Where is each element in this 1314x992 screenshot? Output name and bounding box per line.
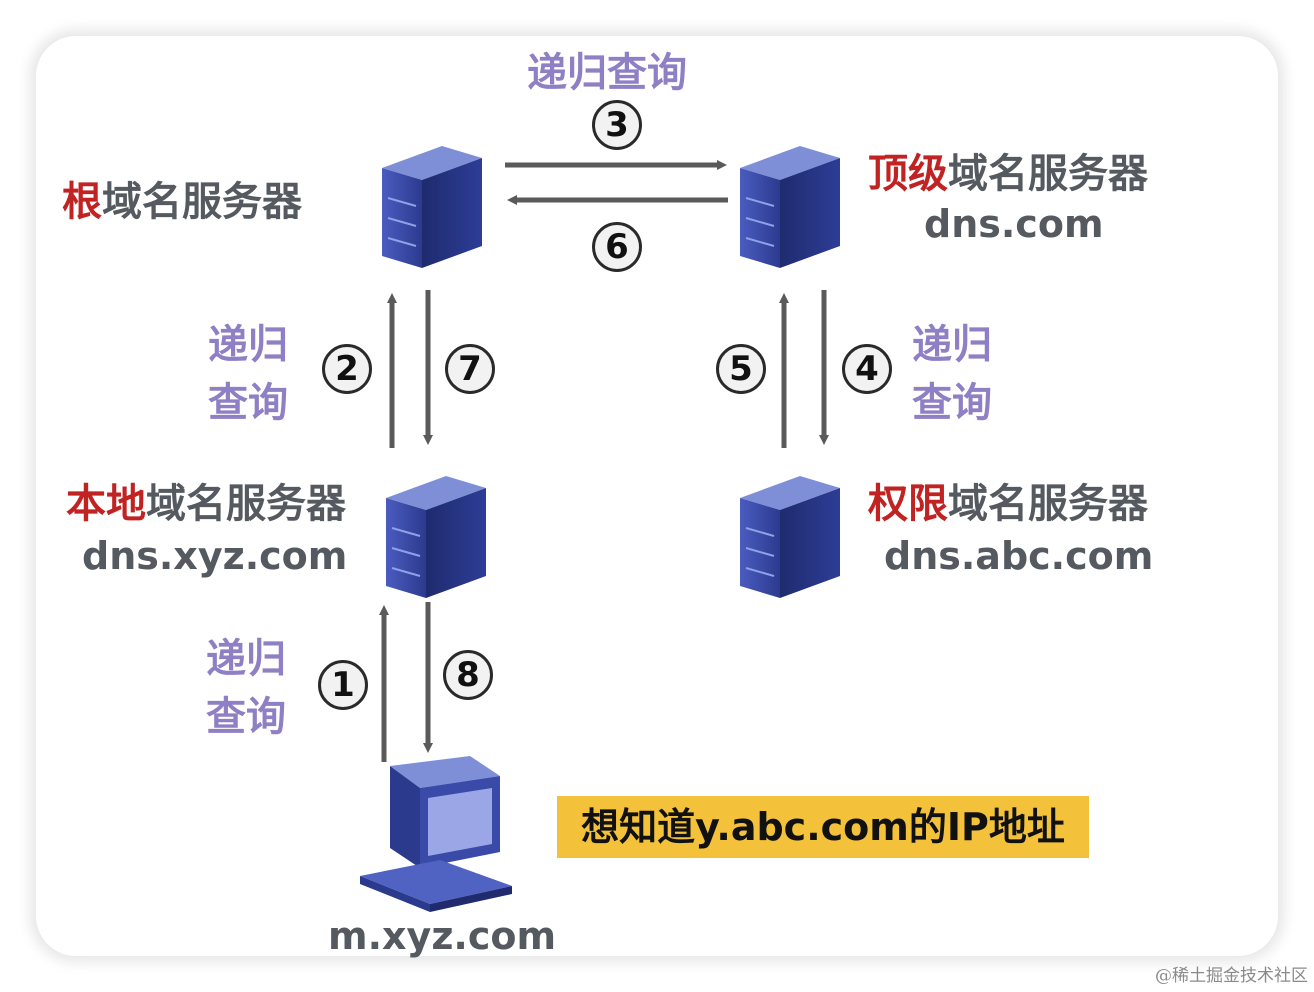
auth-highlight: 权限 [868,481,948,527]
tld-host: dns.com [924,202,1104,246]
left-lower-line1: 递归 [206,636,286,682]
tld-server-icon [740,146,840,268]
right-upper-line2: 查询 [912,380,992,426]
arrows [379,160,829,762]
auth-rest: 域名服务器 [948,481,1148,527]
root-server-icon [382,146,482,268]
root-highlight: 根 [62,179,102,225]
left-upper-line2: 查询 [208,380,288,426]
local-server-icon [386,476,486,598]
right-upper-line1: 递归 [912,322,992,368]
tld-server-label: 顶级域名服务器 [868,152,1148,196]
local-server-label: 本地域名服务器 [66,482,346,526]
right-upper-query-label: 递归 查询 [912,316,1002,432]
left-lower-query-label: 递归 查询 [206,630,296,746]
auth-server-icon [740,476,840,598]
left-upper-query-label: 递归 查询 [208,316,298,432]
step-3-marker: 3 [592,100,642,150]
local-rest: 域名服务器 [146,481,346,527]
top-query-label: 递归查询 [527,50,687,96]
root-server-label: 根域名服务器 [62,180,302,224]
query-goal-note: 想知道y.abc.com的IP地址 [557,796,1089,858]
auth-host: dns.abc.com [884,534,1154,578]
step-5-marker: 5 [716,344,766,394]
auth-server-label: 权限域名服务器 [868,482,1148,526]
local-highlight: 本地 [66,481,146,527]
step-8-marker: 8 [443,650,493,700]
watermark: @稀土掘金技术社区 [1155,966,1308,986]
step-7-marker: 7 [445,344,495,394]
step-6-marker: 6 [592,222,642,272]
root-rest: 域名服务器 [102,179,302,225]
client-host: m.xyz.com [328,914,557,958]
step-4-marker: 4 [842,344,892,394]
tld-rest: 域名服务器 [948,151,1148,197]
local-host: dns.xyz.com [82,534,348,578]
left-upper-line1: 递归 [208,322,288,368]
step-2-marker: 2 [322,344,372,394]
client-computer-icon [360,756,512,912]
step-1-marker: 1 [318,660,368,710]
left-lower-line2: 查询 [206,694,286,740]
tld-highlight: 顶级 [868,151,948,197]
